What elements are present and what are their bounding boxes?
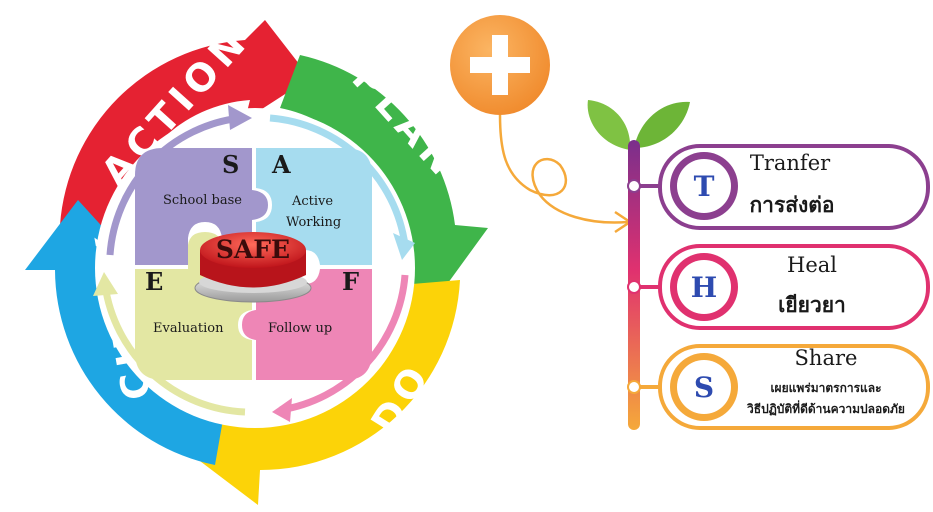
safe-button: SAFE (194, 232, 312, 303)
label-active: Active (291, 194, 333, 209)
card-s-thai-line1: เผยแพร่มาตรการและ (770, 381, 881, 395)
badge-t (677, 159, 731, 213)
card-transfer: T Tranfer การส่งต่อ (627, 144, 930, 230)
badge-h (677, 260, 731, 314)
card-share: S Share เผยแพร่มาตรการและ วิธีปฏิบัติที่… (627, 344, 930, 430)
card-h-title: Heal (787, 253, 837, 277)
card-h-thai: เยียวยา (778, 293, 846, 317)
label-follow-up: Follow up (268, 321, 332, 336)
safe-label: SAFE (216, 235, 290, 264)
letter-e: E (145, 267, 163, 296)
inner-arrowhead-yellow (93, 272, 118, 296)
badge-h-letter: H (691, 271, 717, 304)
label-working: Working (286, 215, 341, 230)
plus-icon (470, 35, 530, 95)
inner-arrowhead-purple (228, 105, 252, 130)
curly-connector (498, 114, 629, 224)
letter-s: S (222, 150, 239, 179)
card-t-thai: การส่งต่อ (749, 193, 834, 217)
label-school-base: School base (163, 193, 242, 208)
inner-arrowhead-blue (393, 233, 415, 260)
badge-t-letter: T (694, 170, 715, 203)
leaf-left (587, 100, 631, 150)
badge-s (677, 360, 731, 414)
label-evaluation: Evaluation (153, 321, 224, 336)
card-t-title: Tranfer (750, 151, 831, 175)
card-s-title: Share (795, 346, 858, 370)
inner-arrowhead-pink (272, 398, 292, 422)
badge-s-letter: S (694, 371, 714, 404)
leaf-right (634, 101, 690, 148)
action-arrow (60, 20, 310, 230)
letter-f: F (342, 267, 359, 296)
card-heal: H Heal เยียวยา (627, 244, 930, 330)
letter-a: A (271, 150, 291, 179)
card-s-thai-line2: วิธีปฏิบัติที่ดีด้านความปลอดภัย (747, 400, 905, 416)
